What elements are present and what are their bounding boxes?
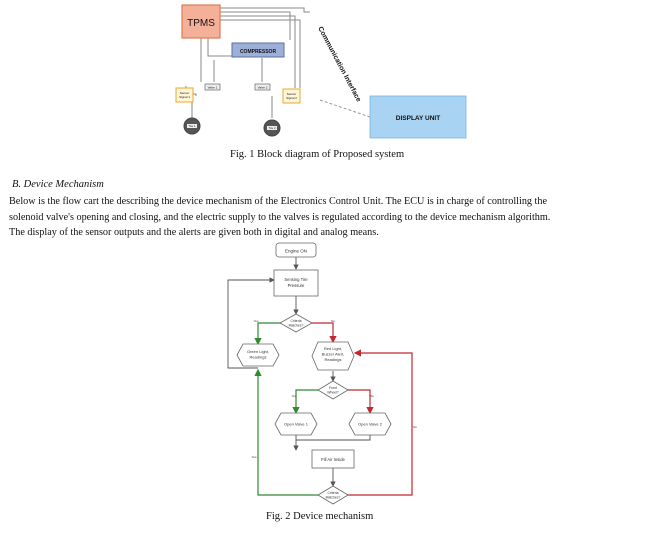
compressor-label: COMPRESSOR bbox=[240, 49, 277, 55]
flow-no-connectors bbox=[308, 322, 413, 496]
block-diagram: TPMS COMPRESSOR Valve 1 Valve 2 Sensor S… bbox=[175, 4, 467, 139]
criteria1-label-2: Matches? bbox=[289, 324, 304, 328]
criteria1-decision bbox=[279, 313, 313, 333]
red-light-label-2: Buzzer Alert, bbox=[322, 352, 345, 357]
green-light-label-2: Readings bbox=[250, 355, 267, 360]
valve1-block bbox=[204, 83, 221, 91]
block-connectors bbox=[185, 7, 310, 118]
display-unit-block bbox=[369, 95, 467, 139]
paragraph-line-2: solenoid valve's opening and closing, an… bbox=[9, 211, 551, 223]
engine-on-label: Engine ON bbox=[285, 249, 307, 254]
criteria2-yes-label: Yes bbox=[252, 455, 257, 459]
front-wheel-label-1: Front bbox=[329, 386, 337, 390]
criteria2-no-label: No bbox=[413, 425, 417, 429]
fill-air-label: Fill Air Inside bbox=[321, 457, 345, 462]
comm-dashed-line bbox=[319, 99, 371, 118]
front-no-label: No bbox=[370, 394, 374, 398]
sensor1-block bbox=[175, 87, 194, 103]
sensor1-label-1: Sensor bbox=[180, 91, 190, 95]
comm-interface-label: Communication Interface bbox=[316, 26, 362, 104]
valve2-block bbox=[254, 83, 271, 91]
sensor2-label-2: Signal 2 bbox=[286, 96, 297, 100]
compressor-block bbox=[231, 42, 285, 58]
red-light-label-1: Red Light, bbox=[324, 346, 342, 351]
open-valve2-node bbox=[348, 412, 392, 436]
sensor2-block bbox=[282, 88, 301, 104]
tire1-label: Tire 1 bbox=[188, 124, 195, 128]
flowchart: Engine ON Sensing Tire Pressure Criteria… bbox=[227, 242, 417, 505]
front-yes-label: Yes bbox=[292, 394, 297, 398]
valve2-label: Valve 2 bbox=[258, 86, 268, 90]
tire1-tag bbox=[187, 124, 197, 128]
sensing-label-2: Pressure bbox=[288, 283, 305, 288]
valve1-label: Valve 1 bbox=[208, 86, 218, 90]
open-valve1-label: Open Valve 1 bbox=[284, 422, 309, 427]
criteria2-label-1: Criteria bbox=[328, 491, 339, 495]
paragraph-line-1: Below is the flow cart the describing th… bbox=[9, 196, 548, 207]
section-heading: B. Device Mechanism bbox=[12, 179, 104, 190]
figure1-caption: Fig. 1 Block diagram of Proposed system bbox=[230, 149, 405, 160]
criteria2-decision bbox=[317, 485, 349, 505]
criteria2-label-2: Matches? bbox=[326, 496, 341, 500]
red-light-node bbox=[311, 341, 355, 371]
front-wheel-label-2: Wheel? bbox=[327, 391, 339, 395]
tpms-label: TPMS bbox=[187, 18, 215, 29]
criteria1-label-1: Criteria bbox=[291, 319, 302, 323]
figure2-caption: Fig. 2 Device mechanism bbox=[266, 511, 374, 522]
green-light-node bbox=[236, 343, 280, 367]
open-valve1-node bbox=[274, 412, 318, 436]
flow-yes-connectors bbox=[254, 322, 320, 496]
section-paragraph: Below is the flow cart the describing th… bbox=[9, 194, 639, 241]
sensing-label-1: Sensing Tire bbox=[284, 277, 308, 282]
tpms-block bbox=[181, 4, 221, 39]
sensing-node bbox=[273, 269, 319, 297]
criteria1-yes-label: Yes bbox=[254, 319, 259, 323]
display-unit-label: DISPLAY UNIT bbox=[396, 115, 440, 122]
front-wheel-decision bbox=[317, 380, 349, 400]
tire2-label: Tire 2 bbox=[268, 126, 275, 130]
open-valve2-label: Open Valve 2 bbox=[358, 422, 383, 427]
sensor1-label-2: Signal 1 bbox=[179, 95, 190, 99]
green-light-label-1: Green Light, bbox=[247, 349, 269, 354]
red-light-label-3: Readings bbox=[325, 357, 342, 362]
sensor2-label-1: Sensor bbox=[287, 92, 297, 96]
fill-air-node bbox=[311, 449, 355, 469]
paragraph-line-3: The display of the sensor outputs and th… bbox=[9, 227, 379, 238]
engine-on-node bbox=[275, 242, 317, 258]
tire2-tag bbox=[267, 126, 277, 130]
criteria1-no-label: No bbox=[331, 319, 335, 323]
